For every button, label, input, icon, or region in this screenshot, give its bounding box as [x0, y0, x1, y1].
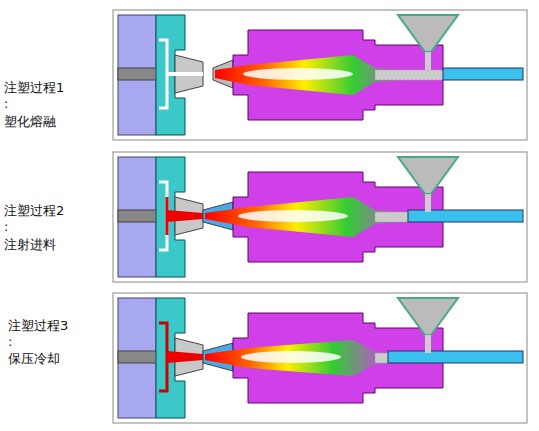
melt-core — [243, 68, 353, 80]
melt-core — [238, 210, 348, 222]
hopper — [398, 298, 458, 335]
stage-label: 注塑过程2 — [4, 203, 64, 219]
panel-frame — [113, 10, 527, 140]
ejector-rod — [118, 68, 162, 80]
ejector-rod — [118, 351, 162, 363]
barrel — [233, 30, 443, 120]
stage-label: : — [4, 219, 8, 235]
stage-label: 保压冷却 — [8, 351, 60, 367]
mold-cavity — [159, 40, 167, 108]
screw — [375, 353, 388, 363]
stage-label: : — [4, 96, 8, 112]
stage-panel — [113, 152, 527, 282]
stage-label: 注塑过程3 — [8, 318, 68, 334]
stage-panel — [113, 10, 527, 140]
sprue-fill — [167, 210, 203, 222]
sprue-channel — [167, 72, 203, 76]
hopper — [398, 15, 458, 52]
melt — [205, 197, 408, 237]
mold-cavity — [159, 182, 167, 250]
panel-frame — [113, 152, 527, 282]
ejector-rod — [118, 210, 162, 222]
stage-label: 塑化熔融 — [4, 114, 56, 130]
hopper-neck — [425, 335, 431, 353]
stage-label: : — [8, 334, 12, 350]
screw — [375, 70, 443, 80]
screw — [375, 212, 408, 222]
hopper — [398, 157, 458, 194]
cavity-fill — [159, 323, 167, 391]
stage-panel — [113, 293, 527, 423]
hopper-neck — [425, 52, 431, 70]
melt — [205, 340, 388, 376]
melt-core — [241, 351, 341, 363]
stage-label: 注射进料 — [4, 237, 56, 253]
sprue-fill — [167, 351, 203, 363]
screw-rod — [388, 351, 523, 363]
screw-rod — [443, 68, 523, 80]
hopper-neck — [425, 194, 431, 212]
stage-label: 注塑过程1 — [4, 80, 64, 96]
panel-frame — [113, 293, 527, 423]
